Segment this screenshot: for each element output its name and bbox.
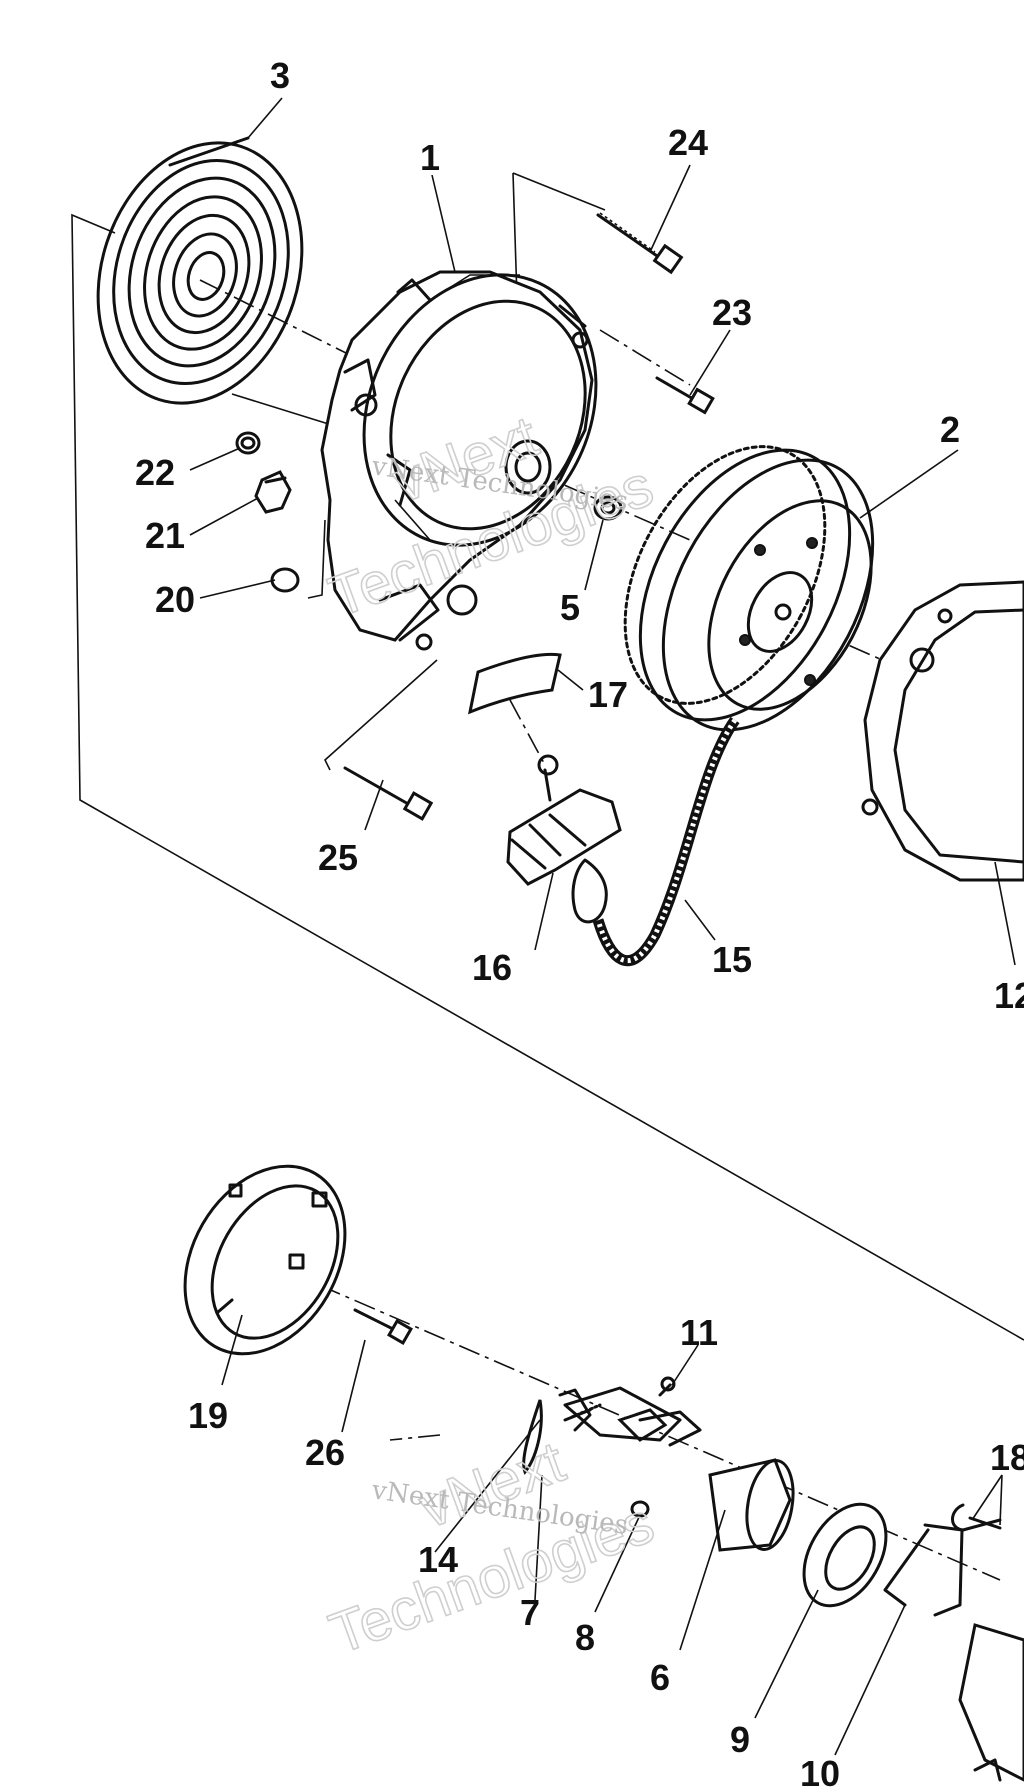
part-label-1: 1 [420, 137, 440, 178]
part-label-14: 14 [418, 1539, 458, 1580]
starter-rope [592, 716, 740, 967]
part-label-23: 23 [712, 292, 752, 333]
starter-handle [506, 754, 622, 924]
part-label-10: 10 [800, 1753, 840, 1792]
starter-housing [320, 270, 598, 651]
part-label-9: 9 [730, 1719, 750, 1760]
part-label-6: 6 [650, 1657, 670, 1698]
part-label-17: 17 [588, 674, 628, 715]
part-label-7: 7 [520, 1592, 540, 1633]
part-label-16: 16 [472, 947, 512, 988]
part-label-24: 24 [668, 122, 708, 163]
part-label-21: 21 [145, 515, 185, 556]
part-label-19: 19 [188, 1395, 228, 1436]
part-label-3: 3 [270, 55, 290, 96]
part-label-5: 5 [560, 587, 580, 628]
lower-mechanism [522, 1376, 1024, 1782]
part-label-26: 26 [305, 1432, 345, 1473]
recoil-pulley [623, 445, 875, 732]
watermark-lower: vNext Technologies vNext Technologies [321, 1428, 663, 1667]
part-label-8: 8 [575, 1617, 595, 1658]
leader-lines [189, 97, 1016, 1756]
ratchet-cup [183, 1164, 347, 1356]
outer-cover [861, 580, 1024, 882]
handle-insert [467, 652, 562, 715]
part-label-25: 25 [318, 837, 358, 878]
assembly-frame-lines [71, 172, 1024, 1341]
part-label-2: 2 [940, 409, 960, 450]
part-label-18: 18 [990, 1437, 1024, 1478]
part-label-22: 22 [135, 452, 175, 493]
part-label-11: 11 [680, 1312, 718, 1353]
part-label-20: 20 [155, 579, 195, 620]
recoil-spring [96, 136, 304, 405]
part-label-15: 15 [712, 939, 752, 980]
part-labels: 3 1 24 23 2 22 21 20 5 17 25 16 15 12 11… [135, 55, 1024, 1792]
part-label-12: 12 [994, 975, 1024, 1016]
